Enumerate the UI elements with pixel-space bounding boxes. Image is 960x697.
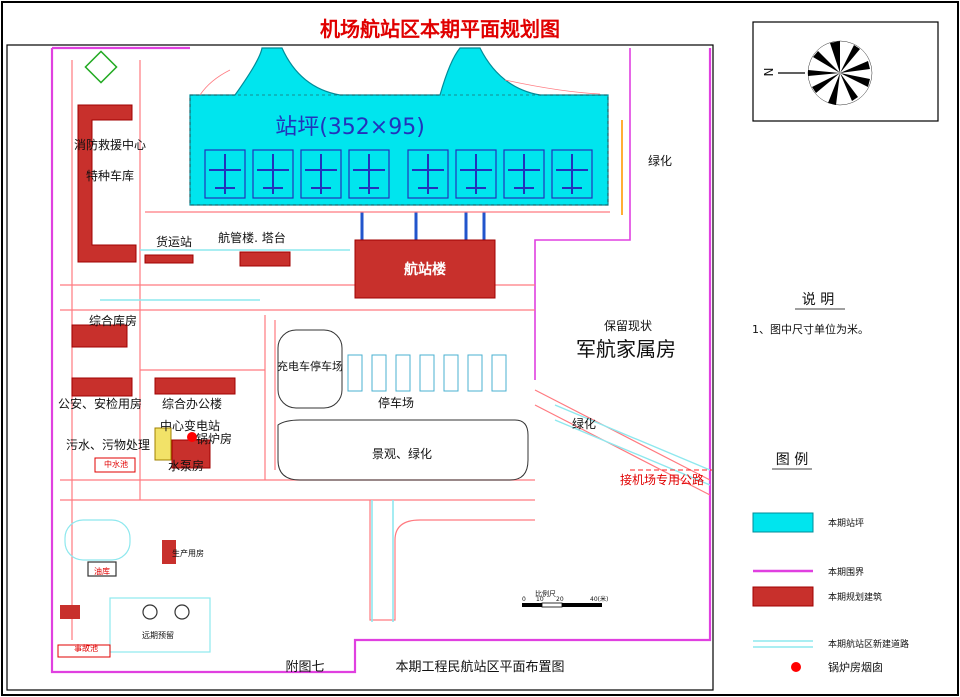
notes-item-1: 1、图中尺寸单位为米。 (752, 322, 869, 336)
label-small-d: 事故池 (74, 643, 98, 653)
lower-facilities (64, 519, 211, 653)
marker-diamond (84, 50, 118, 84)
label-small-b: 生产用房 (172, 548, 204, 558)
label-small-e: 远期预留 (142, 630, 174, 640)
boundary-line (50, 46, 712, 674)
parking-stalls (347, 354, 507, 392)
legend-item-buildings: 本期规划建筑 (828, 591, 882, 603)
label-fire-rescue: 消防救援中心 (74, 137, 146, 152)
scale-bar: 比例尺 0 10 20 40(米) (522, 589, 608, 608)
label-parking: 停车场 (378, 395, 414, 410)
label-pump: 水泵房 (168, 458, 204, 473)
label-small-a: 中水池 (104, 459, 128, 469)
label-airport-road: 接机场专用公路 (620, 472, 704, 487)
boiler-chimney-marker (187, 432, 197, 442)
page-title: 机场航站区本期平面规划图 (320, 17, 560, 41)
legend-heading: 图 例 (776, 452, 808, 468)
legend-swatch-chimney (791, 662, 801, 672)
legend-item-chimney: 锅炉房烟囱 (828, 660, 883, 674)
legend: 本期站坪 本期围界 本期规划建筑 本期航站区新建道路 锅炉房烟囱 (752, 512, 909, 674)
label-sewage: 污水、污物处理 (66, 438, 150, 452)
svg-text:0: 0 (522, 596, 526, 603)
label-landscape: 景观、绿化 (372, 446, 432, 461)
planned-buildings (60, 104, 496, 619)
boarding-bridges (360, 212, 486, 242)
label-police: 公安、安检用房 (58, 396, 142, 411)
footer-figure-number: 附图七 (285, 660, 324, 675)
label-office: 综合办公楼 (162, 396, 222, 411)
svg-text:20: 20 (556, 596, 564, 603)
plan-frame (6, 44, 714, 691)
label-cargo: 货运站 (156, 234, 192, 249)
legend-swatch-buildings (752, 586, 814, 607)
footer-caption: 本期工程民航站区平面布置图 (395, 659, 564, 675)
label-substation: 中心变电站 (160, 418, 220, 433)
label-boiler: 锅炉房 (196, 431, 232, 446)
landscape-area (277, 419, 529, 481)
legend-swatch-apron (752, 512, 814, 533)
terminal-label: 航站楼 (404, 261, 446, 278)
legend-item-boundary: 本期围界 (828, 566, 864, 578)
svg-text:40(米): 40(米) (590, 595, 608, 603)
road-network (60, 60, 712, 640)
svg-text:比例尺: 比例尺 (535, 589, 556, 598)
apron-label: 站坪(352×95) (275, 115, 425, 140)
legend-item-roads: 本期航站区新建道路 (828, 638, 909, 650)
label-small-c: 油库 (94, 566, 110, 576)
label-special-garage: 特种车库 (86, 168, 134, 183)
label-green-1: 绿化 (648, 153, 672, 168)
svg-text:10: 10 (536, 596, 544, 603)
charging-lot-outline (277, 329, 343, 409)
north-label: N (762, 68, 776, 77)
label-military: 军航家属房 (576, 337, 676, 361)
notes-heading: 说 明 (802, 292, 834, 308)
compass-rose-icon (807, 40, 873, 106)
label-atc-tower: 航管楼. 塔台 (218, 230, 286, 245)
aircraft-stands (204, 149, 593, 199)
label-warehouse: 综合库房 (89, 313, 137, 328)
label-charging: 充电车停车场 (277, 359, 343, 373)
label-green-2: 绿化 (572, 416, 596, 431)
label-keep: 保留现状 (604, 319, 652, 333)
legend-item-apron: 本期站坪 (828, 517, 864, 529)
